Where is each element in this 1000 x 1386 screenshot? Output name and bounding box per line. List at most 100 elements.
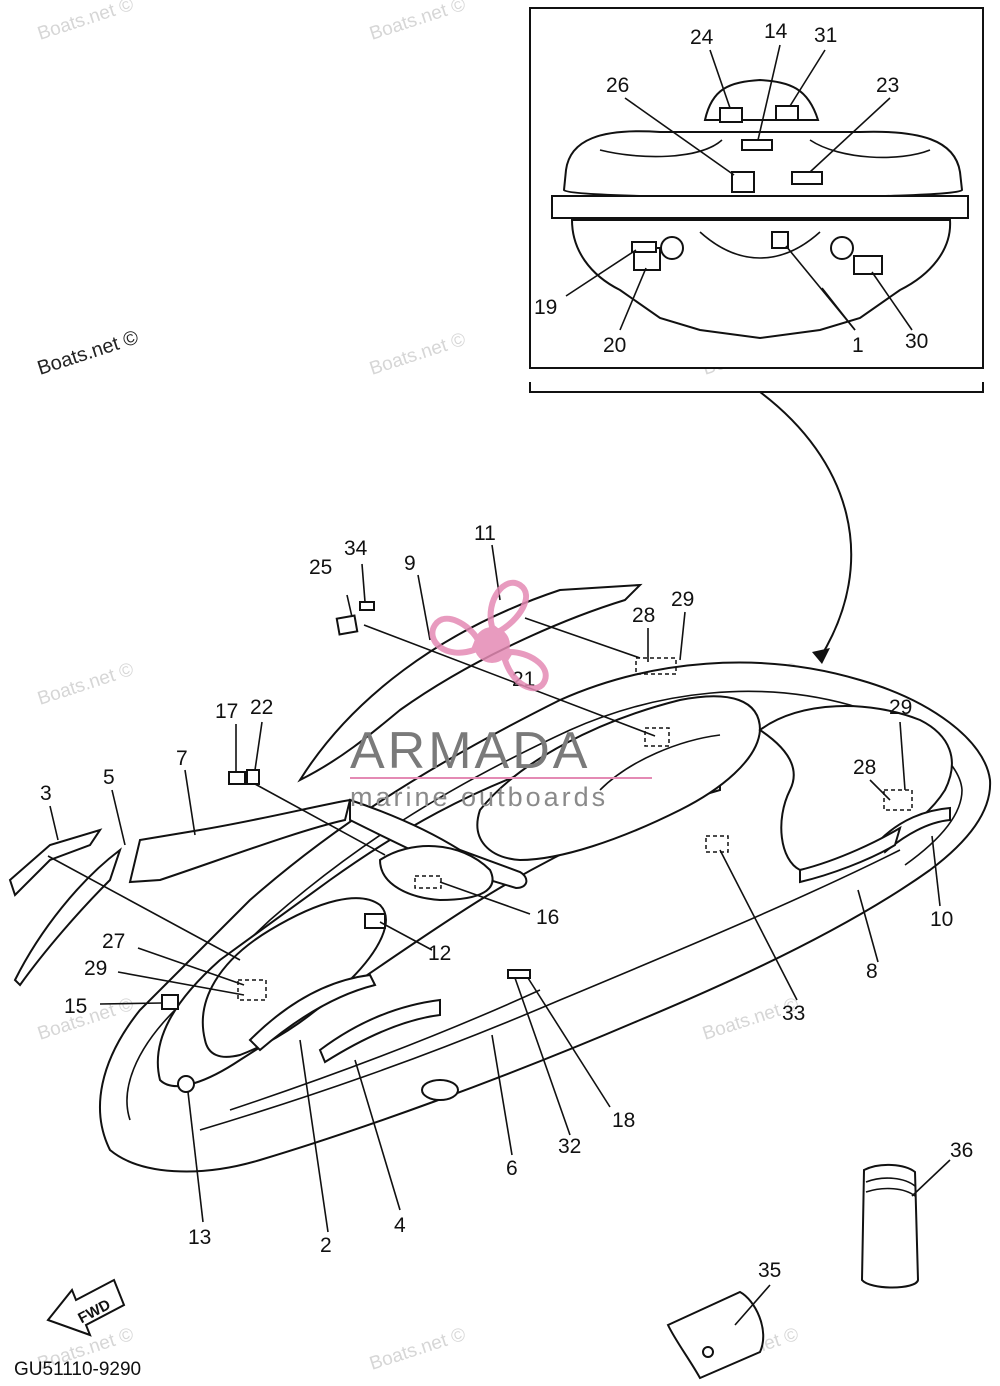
callout-32: 32 (558, 1135, 581, 1158)
logo-title: ARMADA (350, 722, 590, 780)
decal-25 (335, 614, 359, 636)
part-13-dot (177, 1075, 195, 1093)
watermark: Boats.net © (35, 659, 136, 710)
callout-29: 29 (671, 588, 694, 611)
decal-1 (771, 231, 789, 249)
decal-24 (719, 107, 743, 123)
part-35-tag (666, 1290, 765, 1380)
decal-7 (128, 798, 352, 884)
callout-30: 30 (905, 330, 928, 353)
decal-17 (228, 771, 246, 785)
callout-25: 25 (309, 556, 332, 579)
callout-7: 7 (176, 747, 188, 770)
callout-31: 31 (814, 24, 837, 47)
decal-22 (246, 769, 260, 785)
callout-5: 5 (103, 766, 115, 789)
part-36-pouch (860, 1164, 920, 1289)
callout-6: 6 (506, 1157, 518, 1180)
rear-view-inset: 24 14 31 26 23 19 20 1 30 (529, 7, 984, 664)
part-35-hole (702, 1346, 714, 1358)
callout-26: 26 (606, 74, 629, 97)
decal-5 (13, 847, 122, 987)
callout-29: 29 (84, 957, 107, 980)
rear-hull-line (699, 231, 821, 259)
propeller-icon (429, 579, 549, 692)
decal-15 (161, 994, 179, 1010)
inset-brace (529, 382, 984, 393)
decal-19 (631, 241, 657, 253)
steering-pad (378, 845, 494, 902)
rear-seat-line (809, 139, 931, 159)
inset-pointer-head (812, 648, 830, 664)
decal-4 (318, 998, 441, 1064)
callout-17: 17 (215, 700, 238, 723)
rear-deck (551, 195, 969, 219)
rear-nozzle-right (830, 236, 854, 260)
watermark: Boats.net © (367, 0, 468, 45)
armada-logo: ARMADA marine outboards (350, 579, 652, 812)
inset-pointer (759, 391, 853, 659)
decal-34 (359, 601, 375, 611)
part-36-line (865, 1177, 916, 1187)
decal-33 (705, 835, 729, 853)
decal-23 (791, 171, 823, 185)
inset-leaders (565, 44, 913, 331)
callout-10: 10 (930, 908, 953, 931)
callout-22: 22 (250, 696, 273, 719)
decal-8 (799, 825, 902, 884)
watermark: Boats.net © (367, 1324, 468, 1375)
callout-27: 27 (102, 930, 125, 953)
main-callouts: 3 5 7 25 34 9 11 21 28 29 17 22 29 28 27… (40, 522, 973, 1282)
decal-12 (364, 913, 386, 929)
watermark: Boats.net © (367, 329, 468, 380)
rear-nozzle-left (660, 236, 684, 260)
hull-outline (99, 661, 992, 1173)
callout-8: 8 (866, 960, 878, 983)
decal-3 (8, 828, 103, 897)
decal-10 (878, 806, 951, 854)
callout-35: 35 (758, 1259, 781, 1282)
callout-28: 28 (853, 756, 876, 779)
callout-24: 24 (690, 26, 714, 49)
loose-parts (666, 1164, 920, 1380)
callout-36: 36 (950, 1139, 973, 1162)
hull-stripe (199, 849, 901, 1131)
diagram-code: GU51110-9290 (14, 1359, 141, 1380)
callout-12: 12 (428, 942, 451, 965)
callout-20: 20 (603, 334, 626, 357)
fwd-arrow-icon: FWD (46, 1278, 126, 1337)
callout-18: 18 (612, 1109, 635, 1132)
decal-32-18 (507, 969, 531, 979)
callout-11: 11 (474, 522, 496, 545)
callout-9: 9 (404, 552, 416, 575)
callout-19: 19 (534, 296, 557, 319)
decal-28-29-rear (883, 789, 913, 811)
decal-14 (741, 139, 773, 151)
callout-33: 33 (782, 1002, 805, 1025)
callout-2: 2 (320, 1234, 332, 1257)
callout-3: 3 (40, 782, 52, 805)
decal-30 (853, 255, 883, 275)
hull-stripe (229, 989, 541, 1111)
callout-15: 15 (64, 995, 87, 1018)
drain-plug (421, 1079, 459, 1101)
callout-1: 1 (852, 334, 864, 357)
watermark: Boats.net © (35, 326, 142, 379)
rear-seat-line (599, 139, 723, 158)
decal-9-11 (297, 583, 643, 783)
decal-31 (775, 105, 799, 121)
decal-26 (731, 171, 755, 193)
part-36-line (865, 1187, 916, 1197)
seat-line (599, 734, 721, 791)
callout-23: 23 (876, 74, 899, 97)
logo-tagline: marine outboards (350, 782, 608, 812)
callout-14: 14 (764, 20, 788, 43)
callout-13: 13 (188, 1226, 211, 1249)
watermark: Boats.net © (35, 0, 136, 45)
decal-27-29 (237, 979, 267, 1001)
callout-34: 34 (344, 537, 368, 560)
callout-29: 29 (889, 696, 912, 719)
callout-28: 28 (632, 604, 655, 627)
callout-4: 4 (394, 1214, 406, 1237)
